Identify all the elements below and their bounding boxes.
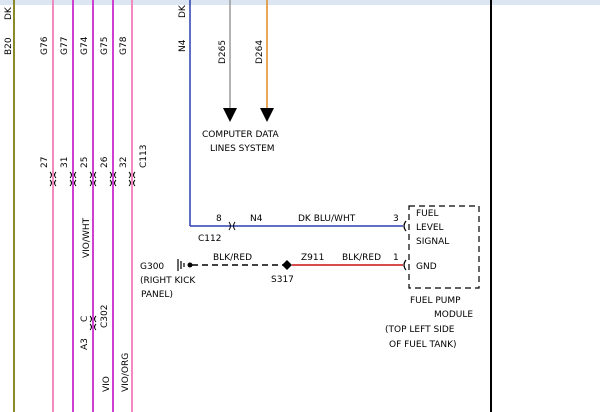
connector-pin-a3: A3	[80, 338, 90, 350]
connector-pin-c: C	[80, 316, 90, 322]
label-g76: G76	[40, 36, 50, 55]
label-g77: G77	[60, 37, 70, 55]
module-pin3-connector	[403, 220, 407, 232]
module-label-signal: SIGNAL	[416, 237, 449, 247]
label-vio-wht: VIO/WHT	[82, 217, 92, 258]
splice-s317	[282, 260, 292, 270]
computer-data-line2: LINES SYSTEM	[210, 144, 275, 154]
label-g74: G74	[80, 36, 90, 55]
module-pin1-connector	[403, 259, 407, 271]
ground-terminal	[187, 262, 193, 268]
connector-c302-label: C302	[100, 305, 110, 328]
connector-c112-label: C112	[198, 234, 221, 244]
module-label-fuel: FUEL	[416, 209, 438, 219]
connector-pin-25: 25	[80, 157, 90, 168]
module-name-line1: FUEL PUMP	[410, 296, 461, 306]
ground-location-line2: PANEL)	[141, 290, 173, 300]
module-location-line2: OF FUEL TANK)	[389, 340, 457, 350]
signal-pin-left: 8	[216, 214, 222, 224]
label-d265: D265	[218, 40, 228, 64]
top-edge-bar	[0, 0, 600, 5]
ground-location-line1: (RIGHT KICK	[140, 276, 196, 286]
label-vio-org: VIO/ORG	[121, 353, 131, 392]
ground-circuit-id: Z911	[301, 253, 324, 263]
fuel-pump-module-box	[408, 205, 480, 289]
connector-pin-31: 31	[60, 157, 70, 168]
connector-c112-symbol	[228, 221, 236, 231]
arrow-d264	[260, 108, 274, 122]
module-label-gnd: GND	[416, 262, 437, 272]
module-label-level: LEVEL	[416, 223, 444, 233]
signal-wire-color: DK BLU/WHT	[298, 214, 356, 224]
connector-c113-symbols	[49, 171, 136, 187]
computer-data-line1: COMPUTER DATA	[202, 130, 279, 140]
label-dk-top: DK	[4, 6, 14, 20]
arrow-d265	[223, 108, 237, 122]
splice-label: S317	[271, 275, 294, 285]
signal-circuit-id: N4	[250, 214, 263, 224]
signal-pin-right: 3	[393, 214, 399, 224]
label-dk-mid: DK	[178, 4, 188, 18]
connector-pin-27: 27	[40, 157, 50, 168]
connector-pin-26: 26	[100, 156, 110, 168]
label-b20: B20	[4, 37, 14, 55]
ground-id: G300	[140, 262, 164, 272]
ground-wire-color-left: BLK/RED	[213, 253, 252, 263]
module-name-line2: MODULE	[434, 310, 473, 320]
label-g78: G78	[119, 36, 129, 55]
module-location-line1: (TOP LEFT SIDE	[385, 325, 455, 335]
label-d264: D264	[255, 40, 265, 64]
label-g75: G75	[100, 37, 110, 55]
ground-wire-color-right: BLK/RED	[342, 253, 381, 263]
connector-pin-32: 32	[119, 157, 129, 168]
label-n4-top: N4	[178, 39, 188, 52]
label-vio: VIO	[102, 376, 112, 392]
ground-pin-right: 1	[393, 253, 399, 263]
connector-c113-label: C113	[139, 145, 149, 168]
connector-c302-symbols	[89, 315, 97, 331]
